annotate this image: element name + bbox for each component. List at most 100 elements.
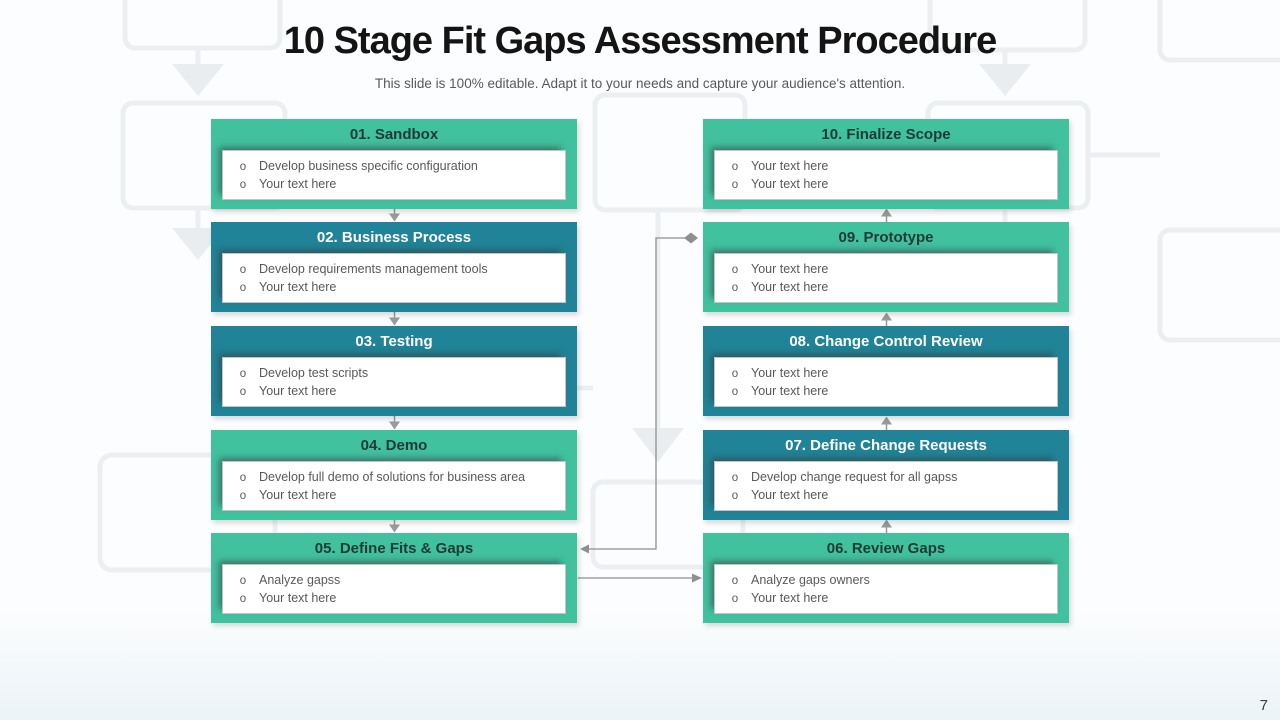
bullet-marker: o: [731, 575, 739, 587]
bullet-marker: o: [239, 281, 247, 294]
stage-title: 06. Review Gaps: [826, 540, 946, 557]
bullet-text: Your text here: [751, 383, 829, 398]
bullet-marker: o: [239, 575, 247, 587]
up-arrow-icon: [881, 519, 892, 533]
bullet-text: Your text here: [751, 487, 829, 502]
stage-title: 09. Prototype: [838, 229, 934, 246]
bullet-marker: o: [731, 489, 739, 502]
bullet-text: Your text here: [259, 487, 337, 502]
stage-box-01-sandbox: 01. Sandbox o Develop business specific c…: [211, 119, 577, 209]
bullet-marker: o: [731, 368, 739, 380]
bullet-marker: o: [239, 178, 247, 191]
bullet-item: o Your text here: [715, 158, 1057, 176]
bullet-text: Your text here: [259, 176, 337, 191]
down-arrow-icon: [389, 312, 400, 326]
up-arrow-icon: [881, 416, 892, 430]
down-arrow-icon: [389, 208, 400, 222]
bullet-text: Your text here: [751, 262, 829, 276]
bullet-item: o Analyze gapss: [223, 572, 565, 590]
stage-title: 02. Business Process: [316, 229, 472, 246]
bullet-item: o Your text here: [715, 487, 1057, 505]
bullet-item: o Your text here: [715, 176, 1057, 194]
bullet-marker: o: [731, 161, 739, 173]
bullet-item: o Your text here: [715, 365, 1057, 383]
bullet-item: o Develop change request for all gapss: [715, 469, 1057, 487]
bullet-text: Your text here: [259, 590, 337, 605]
stage-title: 04. Demo: [360, 437, 428, 454]
bullet-marker: o: [239, 368, 247, 380]
bullet-item: o Your text here: [223, 383, 565, 401]
bullet-marker: o: [731, 281, 739, 294]
page-number: 7: [1259, 697, 1268, 714]
bullet-text: Analyze gaps owners: [751, 573, 870, 587]
bullet-marker: o: [239, 385, 247, 398]
bullet-marker: o: [731, 472, 739, 484]
bullet-text: Your text here: [751, 366, 829, 380]
bullet-text: Develop test scripts: [259, 366, 369, 380]
stage-content: o Develop business specific configuration…: [222, 150, 566, 200]
bullet-marker: o: [731, 264, 739, 276]
bullet-text: Analyze gapss: [259, 573, 341, 587]
bullet-item: o Your text here: [223, 590, 565, 608]
stage-title: 03. Testing: [355, 333, 433, 350]
up-arrow-icon: [881, 208, 892, 222]
stage-box-07-define-change-requests: 07. Define Change Requests o Develop chan…: [703, 430, 1069, 520]
stage-box-04-demo: 04. Demo o Develop full demo of solutions…: [211, 430, 577, 520]
bullet-text: Develop full demo of solutions for busin…: [259, 470, 526, 484]
bullet-item: o Your text here: [223, 176, 565, 194]
bullet-marker: o: [239, 264, 247, 276]
bullet-text: Your text here: [751, 590, 829, 605]
stage-content: o Develop requirements management tools o…: [222, 253, 566, 303]
up-arrow-icon: [881, 312, 892, 326]
bottom-tint: [0, 610, 1280, 720]
stage-title: 01. Sandbox: [349, 126, 439, 143]
page-subtitle: This slide is 100% editable. Adapt it to…: [374, 76, 906, 91]
bullet-marker: o: [731, 592, 739, 605]
bullet-marker: o: [731, 178, 739, 191]
down-arrow-icon: [389, 519, 400, 533]
bullet-marker: o: [239, 592, 247, 605]
bullet-text: Your text here: [751, 279, 829, 294]
bullet-item: o Your text here: [715, 261, 1057, 279]
bullet-text: Develop business specific configuration: [259, 159, 478, 173]
stage-box-02-business-process: 02. Business Process o Develop requiremen…: [211, 222, 577, 312]
bullet-item: o Your text here: [223, 487, 565, 505]
stage-title: 05. Define Fits & Gaps: [314, 540, 474, 557]
stage-title: 07. Define Change Requests: [785, 437, 987, 454]
stage-title: 10. Finalize Scope: [821, 126, 951, 143]
stage-title: 08. Change Control Review: [789, 333, 983, 350]
bullet-text: Develop requirements management tools: [259, 262, 488, 276]
bullet-marker: o: [239, 489, 247, 502]
bullet-text: Your text here: [259, 279, 337, 294]
bullet-text: Your text here: [751, 176, 829, 191]
bullet-item: o Develop requirements management tools: [223, 261, 565, 279]
bullet-text: Develop change request for all gapss: [751, 470, 958, 484]
bullet-item: o Your text here: [715, 279, 1057, 297]
down-arrow-icon: [389, 416, 400, 430]
bullet-item: o Your text here: [223, 279, 565, 297]
bullet-item: o Develop test scripts: [223, 365, 565, 383]
stage-content: o Develop full demo of solutions for busi…: [222, 461, 566, 511]
bullet-text: Your text here: [751, 159, 829, 173]
bullet-item: o Analyze gaps owners: [715, 572, 1057, 590]
bullet-text: Your text here: [259, 383, 337, 398]
page-title: 10 Stage Fit Gaps Assessment Procedure: [283, 20, 997, 62]
bullet-marker: o: [239, 472, 247, 484]
bullet-item: o Your text here: [715, 590, 1057, 608]
bullet-marker: o: [239, 161, 247, 173]
bullet-item: o Develop business specific configuration: [223, 158, 565, 176]
